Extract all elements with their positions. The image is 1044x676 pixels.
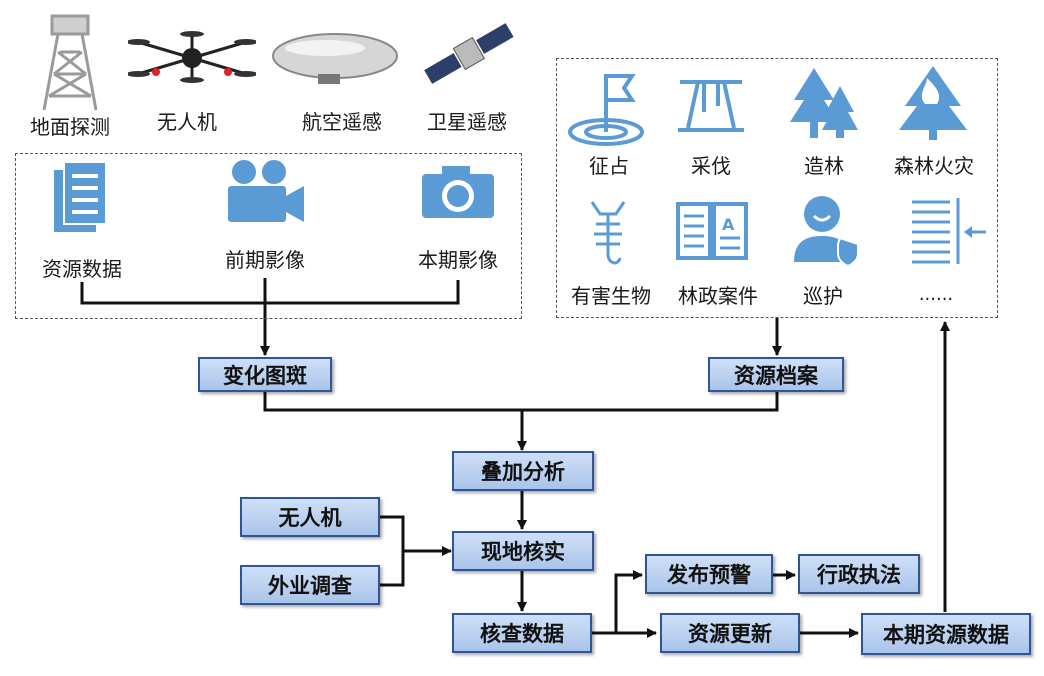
satellite-icon <box>424 23 514 84</box>
category-occupy-label: 征占 <box>589 154 629 178</box>
input-resource-label: 资源数据 <box>42 257 122 281</box>
open-book-icon: A <box>676 202 748 260</box>
category-fire-label: 森林火灾 <box>894 154 974 178</box>
category-more-label: ...... <box>918 284 954 305</box>
node-verify-data: 核查数据 <box>452 613 592 653</box>
scorpion-icon <box>590 201 626 265</box>
node-uav: 无人机 <box>240 497 380 537</box>
patrol-person-icon <box>794 196 859 268</box>
airship-icon <box>272 33 398 84</box>
video-camera-icon <box>228 160 304 222</box>
stump-icon <box>678 80 744 132</box>
flag-icon <box>568 74 644 146</box>
node-field-survey: 外业调查 <box>240 565 380 605</box>
input-prior-label: 前期影像 <box>225 248 305 272</box>
ground-tower-icon <box>42 14 98 111</box>
node-warning: 发布预警 <box>645 554 773 594</box>
input-data-box <box>15 153 522 319</box>
input-current-label: 本期影像 <box>418 248 498 272</box>
category-patrol-label: 巡护 <box>803 284 843 308</box>
node-enforcement: 行政执法 <box>798 554 920 594</box>
node-current-resource-data: 本期资源数据 <box>861 613 1031 655</box>
category-afforest-label: 造林 <box>804 154 844 178</box>
source-satellite-label: 卫星遥感 <box>427 110 507 134</box>
source-aerial-label: 航空遥感 <box>302 110 382 134</box>
forest-icon <box>790 68 858 138</box>
node-overlay-analysis: 叠加分析 <box>452 451 594 491</box>
category-pest-label: 有害生物 <box>571 284 651 308</box>
category-admin-label: 林政案件 <box>678 284 758 308</box>
node-resource-update: 资源更新 <box>660 613 800 653</box>
node-resource-archive: 资源档案 <box>708 357 844 392</box>
list-arrow-icon <box>912 198 986 264</box>
node-field-verify: 现地核实 <box>452 531 594 571</box>
source-ground-label: 地面探测 <box>30 115 110 139</box>
node-change-patch: 变化图斑 <box>198 357 332 392</box>
category-logging-label: 采伐 <box>691 154 731 178</box>
svg-text:A: A <box>722 215 735 234</box>
category-box <box>556 58 998 318</box>
drone-icon <box>128 31 256 83</box>
document-icon <box>54 161 107 232</box>
camera-icon <box>422 166 494 218</box>
forest-fire-icon <box>899 66 967 140</box>
source-drone-label: 无人机 <box>157 110 217 134</box>
